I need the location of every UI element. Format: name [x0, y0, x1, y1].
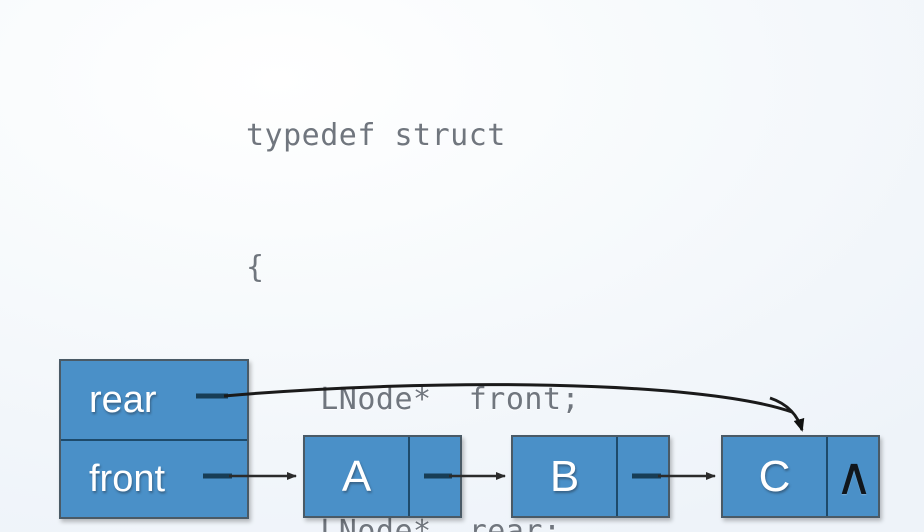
node-c-next-cell: ∧: [826, 437, 880, 516]
code-line-1: typedef struct: [246, 118, 506, 153]
node-b-next-cell: [616, 437, 670, 516]
node-b-data-label: B: [549, 451, 580, 501]
node-a-data-cell: A: [305, 437, 408, 516]
list-node-c: C ∧: [721, 435, 880, 518]
node-c-data-cell: C: [723, 437, 826, 516]
list-node-b: B: [511, 435, 670, 518]
queue-struct-box: rear front: [59, 359, 249, 519]
code-line-4: LNode* rear;: [246, 514, 562, 532]
node-a-next-cell: [408, 437, 462, 516]
queue-rear-label: rear: [89, 379, 157, 421]
node-a-data-label: A: [341, 451, 372, 501]
queue-rear-cell: rear: [61, 361, 247, 439]
list-node-a: A: [303, 435, 462, 518]
arrow-rear-to-c: [196, 383, 805, 432]
node-b-data-cell: B: [513, 437, 616, 516]
null-pointer-icon: ∧: [834, 446, 874, 507]
node-c-data-label: C: [758, 451, 791, 501]
code-line-2: {: [246, 250, 265, 285]
queue-front-cell: front: [61, 439, 247, 517]
queue-front-label: front: [89, 458, 166, 500]
